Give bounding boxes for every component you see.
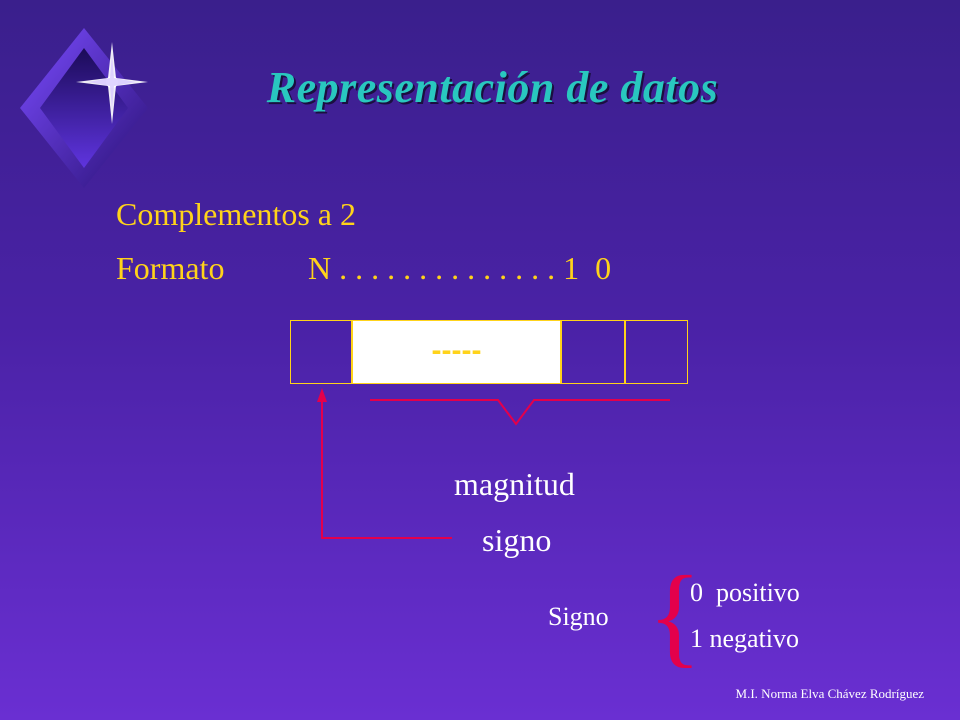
magnitude-bits-box <box>352 320 561 384</box>
slide-title: Representación de datos <box>266 63 719 112</box>
sign-arrow-line <box>317 388 452 539</box>
box-separator-text: ----- <box>431 334 482 367</box>
diamond-logo <box>20 28 148 188</box>
bit-1-box <box>561 320 625 384</box>
format-value: N . . . . . . . . . . . . . . 1 0 <box>308 250 612 286</box>
sign-negative: 1 negativo <box>690 624 800 653</box>
sign-brace: { <box>648 554 702 678</box>
magnitude-brace-line <box>370 399 670 426</box>
sign-positive: 0 positivo <box>690 578 800 607</box>
format-label: Formato <box>116 250 225 286</box>
sign-word: Signo <box>548 602 609 631</box>
magnitude-label: magnitud <box>454 466 575 502</box>
sign-label: signo <box>482 522 552 558</box>
bit-0-box <box>625 320 688 384</box>
sign-bit-box <box>290 320 352 384</box>
footer-credit: M.I. Norma Elva Chávez Rodríguez <box>735 686 924 701</box>
complement-heading: Complementos a 2 <box>116 196 356 232</box>
